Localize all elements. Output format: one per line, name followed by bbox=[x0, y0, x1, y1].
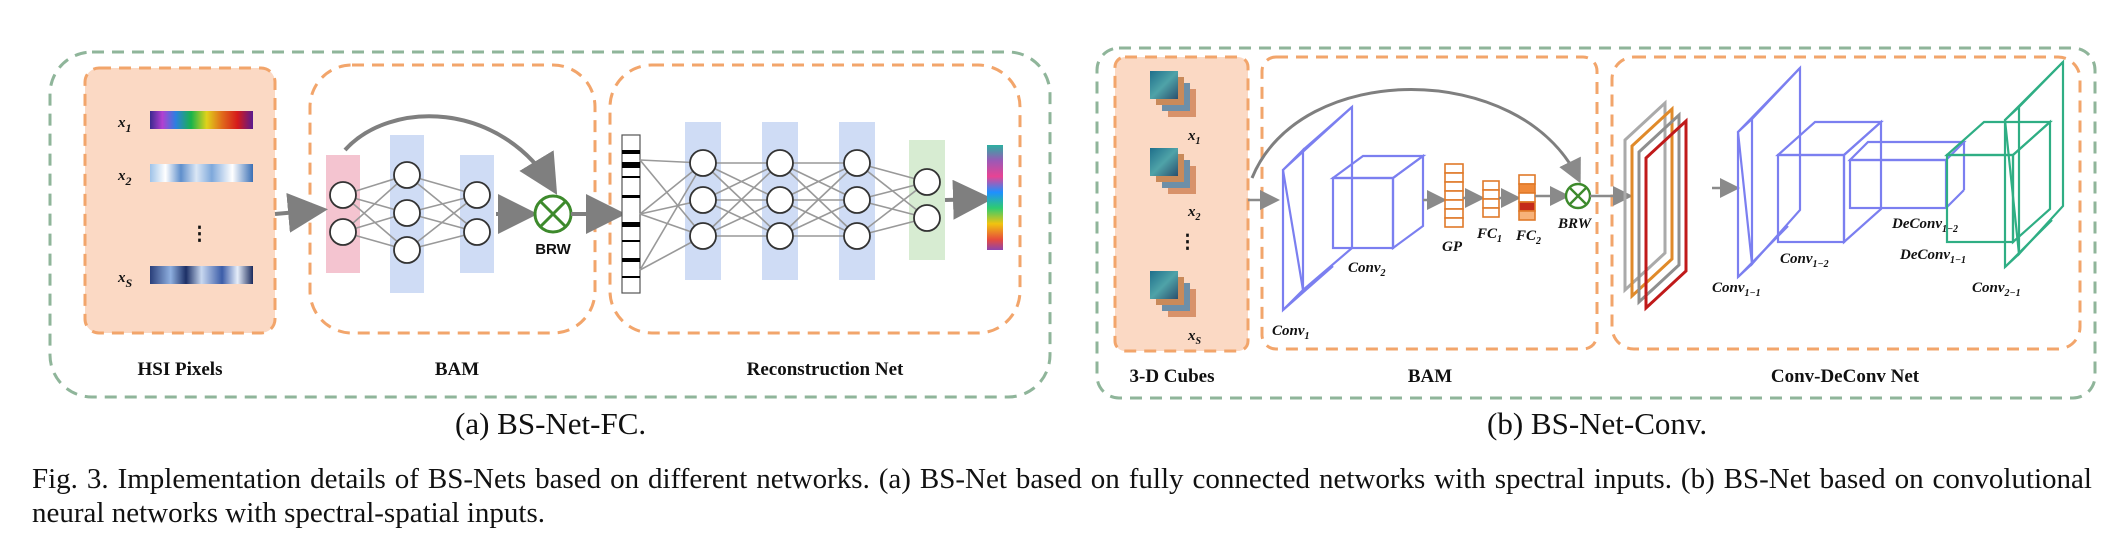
conv2-block bbox=[1329, 153, 1427, 251]
cube-stack-2 bbox=[1150, 148, 1196, 194]
cube-stack-1 bbox=[1150, 71, 1196, 117]
bottleneck-block bbox=[1847, 140, 1967, 210]
reconstructed-spectrum-bar bbox=[987, 145, 1003, 250]
conv2-label: Conv2 bbox=[1348, 260, 1386, 279]
recon-green-band bbox=[909, 140, 945, 260]
spectrum-bar-s bbox=[150, 266, 253, 284]
hsi-input-x2: x2 bbox=[117, 168, 132, 188]
cube-dots: ⋮ bbox=[1178, 232, 1197, 253]
gp-vector bbox=[1444, 163, 1464, 228]
convdeconv-label: Conv-DeConv Net bbox=[1771, 366, 1920, 387]
conv12-block bbox=[1775, 119, 1884, 245]
hsi-dots: ⋮ bbox=[190, 224, 209, 245]
recon-label: Reconstruction Net bbox=[747, 359, 904, 380]
recon-output-arrow bbox=[944, 179, 993, 220]
fc2-vector bbox=[1518, 174, 1536, 221]
gp-label: GP bbox=[1442, 239, 1463, 255]
hsi-input-xs: xS bbox=[117, 270, 133, 290]
panel-a-outer-box bbox=[48, 50, 1052, 399]
subcaption-b: (b) BS-Net-Conv. bbox=[1487, 406, 1708, 441]
hsi-input-x1: x1 bbox=[117, 115, 132, 135]
figure-caption: Fig. 3. Implementation details of BS-Net… bbox=[32, 463, 2092, 529]
fc2-label: FC2 bbox=[1515, 228, 1541, 247]
bam-b-label: BAM bbox=[1408, 366, 1452, 387]
conv1-block bbox=[1281, 104, 1354, 313]
conv1-label: Conv1 bbox=[1272, 323, 1310, 342]
conv11-block bbox=[1736, 65, 1802, 280]
bam-a-pink-band bbox=[326, 155, 360, 273]
deconv11-block bbox=[1944, 119, 2053, 245]
conv11-label: Conv1−1 bbox=[1712, 280, 1761, 299]
weighted-cube-stack bbox=[1623, 99, 1688, 312]
brw-a-icon bbox=[533, 194, 573, 234]
spectrum-bar-1 bbox=[150, 111, 253, 129]
conv21-block bbox=[2003, 59, 2065, 270]
bam-a-label: BAM bbox=[435, 359, 479, 380]
fc1-label: FC1 bbox=[1476, 226, 1502, 245]
cubes-box bbox=[1113, 55, 1250, 353]
bam-a-nodes bbox=[329, 161, 491, 264]
bam-b-skip-arrow bbox=[1250, 88, 1581, 184]
convdeconv-box bbox=[1610, 55, 2082, 351]
brw-b-label: BRW bbox=[1557, 216, 1593, 232]
bam-a-blue-band-2 bbox=[460, 155, 494, 273]
cube-stack-s bbox=[1150, 271, 1196, 317]
subcaption-a: (a) BS-Net-FC. bbox=[455, 406, 647, 441]
recon-nodes bbox=[689, 149, 941, 250]
hsi-pixels-label: HSI Pixels bbox=[138, 359, 223, 380]
conv12-label: Conv1−2 bbox=[1780, 251, 1829, 270]
cube-input-x1: x1 bbox=[1187, 128, 1201, 147]
conv21-label: Conv2−1 bbox=[1972, 280, 2021, 299]
bam-a-skip-arrow bbox=[343, 114, 558, 195]
brw-b-icon bbox=[1564, 182, 1592, 210]
fc1-vector bbox=[1482, 180, 1500, 218]
cube-input-x2: x2 bbox=[1187, 204, 1201, 223]
deconv12-label: DeConv1−2 bbox=[1891, 216, 1958, 235]
brw-a-label: BRW bbox=[535, 241, 571, 258]
bam-a-box bbox=[308, 63, 597, 335]
spectrum-bar-2 bbox=[150, 164, 253, 182]
cube-input-xs: xS bbox=[1187, 328, 1202, 347]
cubes-label: 3-D Cubes bbox=[1130, 366, 1215, 387]
weighted-spectrum-barcode bbox=[621, 134, 641, 294]
bam-b-box bbox=[1260, 55, 1599, 351]
deconv11-label: DeConv1−1 bbox=[1899, 247, 1966, 266]
panel-b-outer-box bbox=[1095, 46, 2097, 400]
hsi-to-bam-arrow bbox=[274, 192, 328, 233]
hsi-pixels-box bbox=[83, 66, 277, 335]
